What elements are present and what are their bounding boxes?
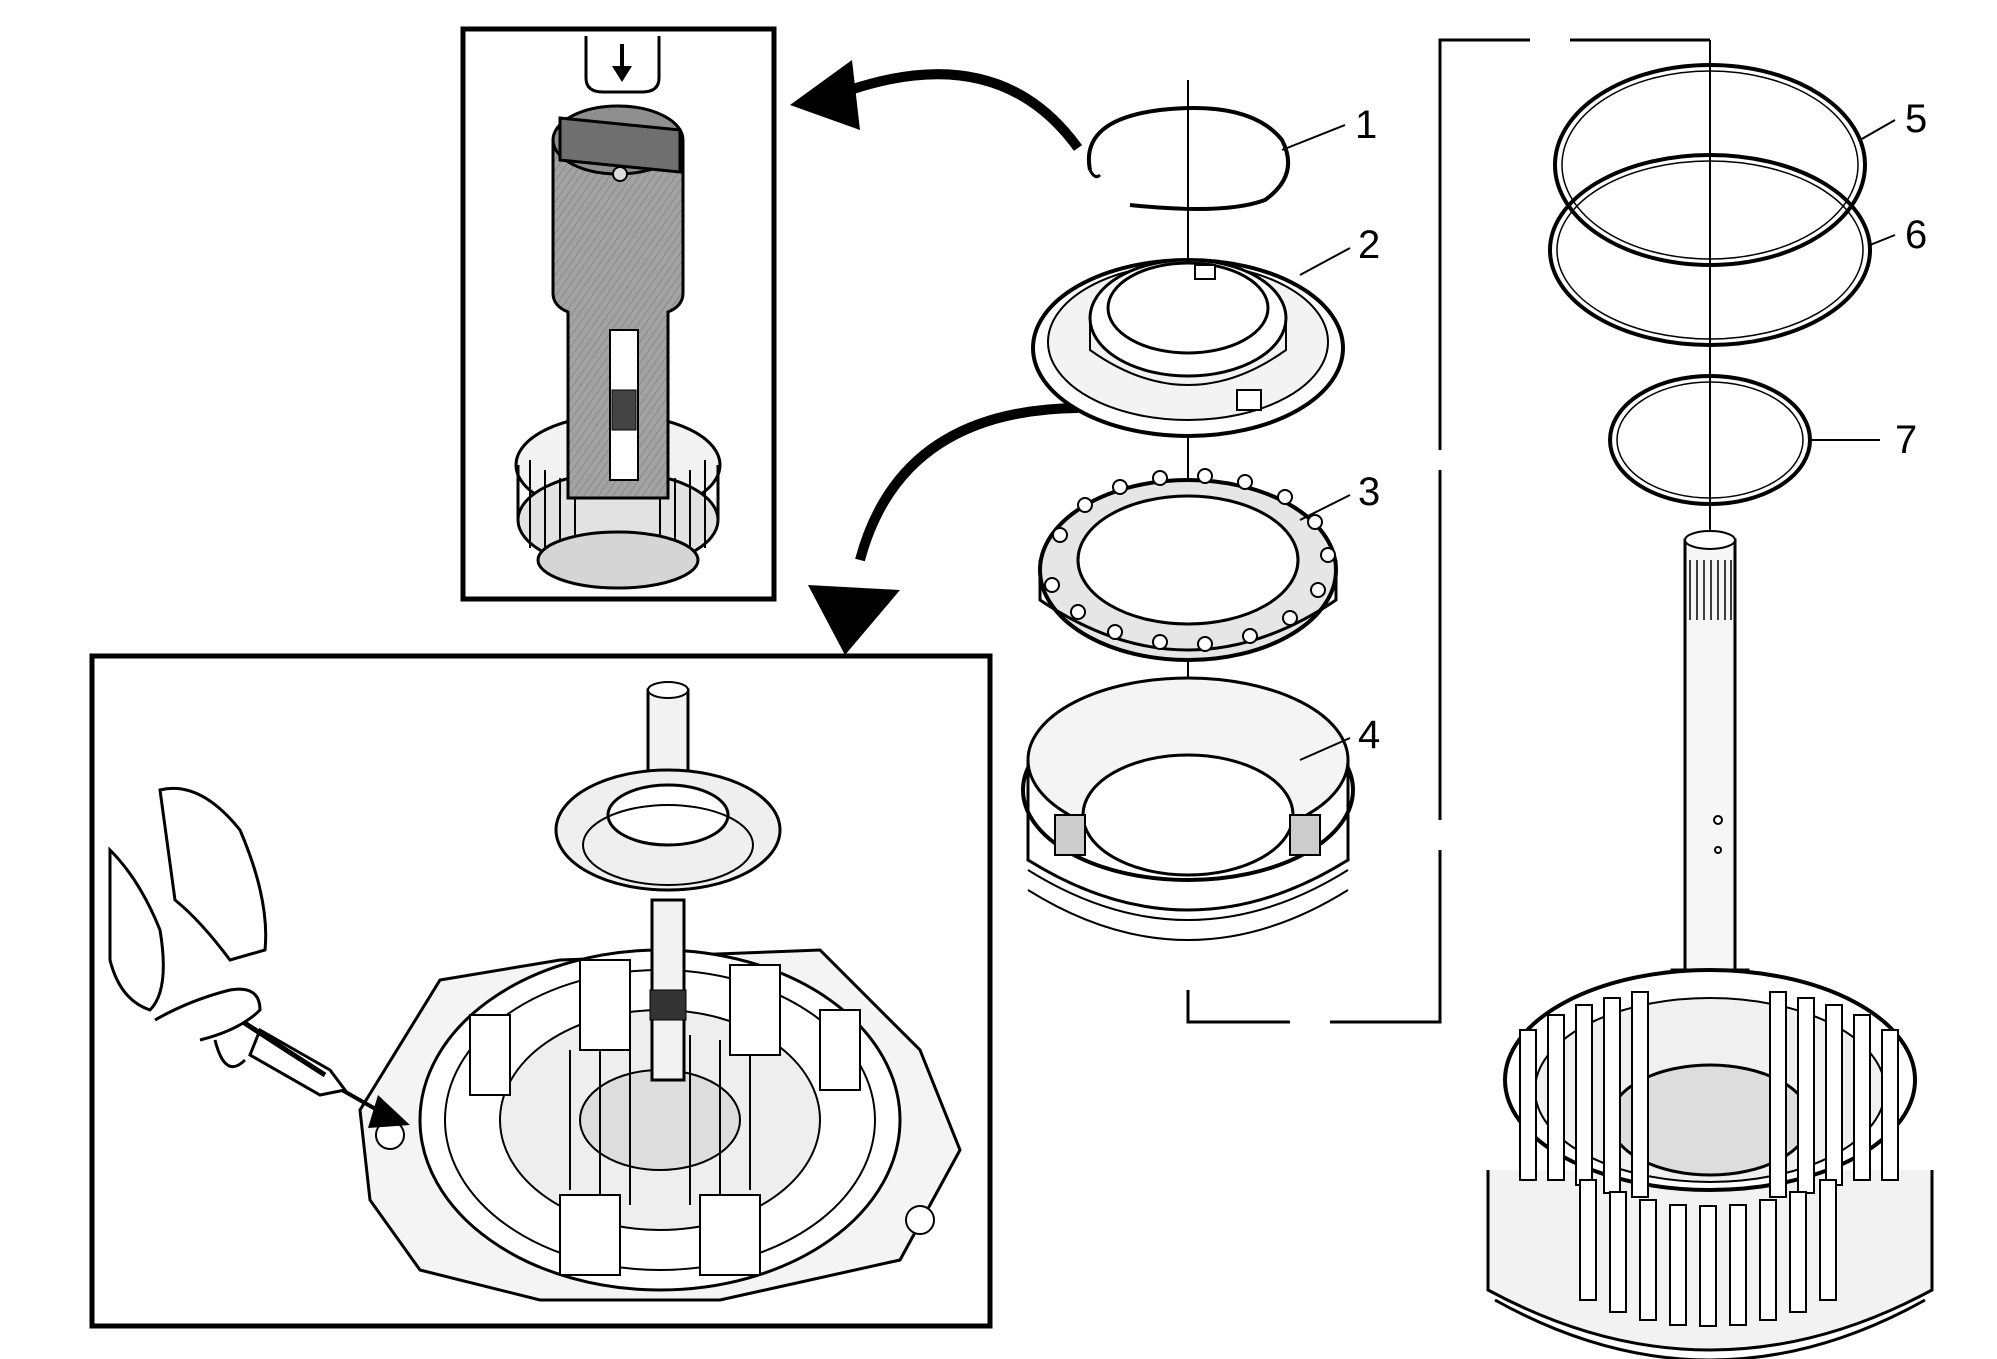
callout-2: 2 bbox=[1358, 223, 1380, 267]
press-tool-icon bbox=[551, 104, 685, 500]
part-6-seal-ring bbox=[1548, 153, 1872, 347]
part-5-seal-ring bbox=[1553, 63, 1867, 267]
callout-4: 4 bbox=[1358, 713, 1380, 757]
callout-6: 6 bbox=[1905, 213, 1927, 257]
callouts: 1 2 3 4 5 6 7 bbox=[1281, 97, 1927, 761]
callout-7: 7 bbox=[1895, 418, 1917, 462]
part-2-piston bbox=[1031, 258, 1345, 438]
part-4-housing bbox=[1021, 676, 1355, 941]
curved-arrow-icon bbox=[790, 60, 1083, 151]
piston-small bbox=[554, 768, 782, 892]
clutch-housing-large bbox=[1486, 968, 1934, 1359]
case-plate bbox=[358, 948, 962, 1302]
down-arrow-badge-icon bbox=[584, 36, 661, 94]
callout-1: 1 bbox=[1355, 103, 1377, 147]
part-3-spring-assembly bbox=[1038, 468, 1338, 662]
exploded-bracket bbox=[1186, 37, 1710, 1025]
inset-press-tool bbox=[460, 26, 777, 602]
inset-air-test bbox=[89, 653, 993, 1329]
air-nozzle-icon bbox=[108, 786, 410, 1128]
callout-3: 3 bbox=[1358, 470, 1380, 514]
callout-5: 5 bbox=[1905, 97, 1927, 141]
part-1-snap-ring bbox=[1086, 106, 1291, 211]
input-shaft-small bbox=[646, 681, 690, 1082]
curved-arrow-down-icon bbox=[808, 403, 1079, 655]
